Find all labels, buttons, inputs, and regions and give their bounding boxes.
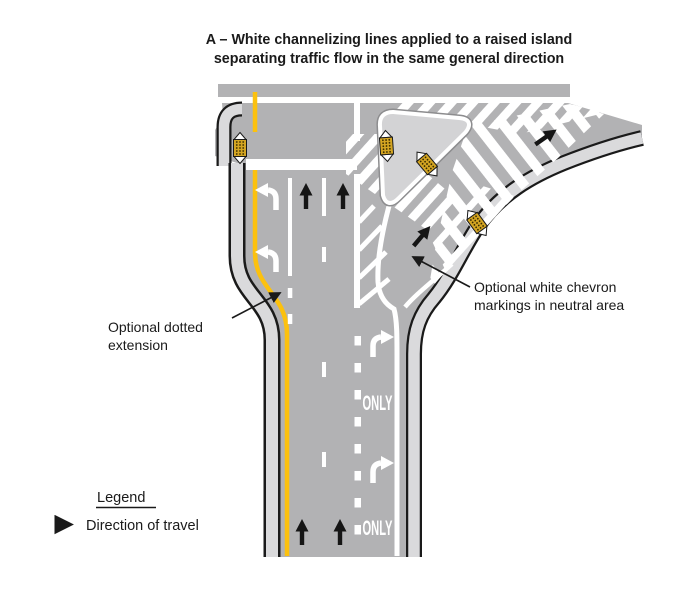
annotation-text: Optional white chevron <box>474 279 616 295</box>
side-street-edge-band <box>246 159 357 170</box>
right-edge-line <box>375 205 400 556</box>
legend-title: Legend <box>97 490 145 506</box>
leader-line <box>231 292 282 319</box>
only-marking-1: ONLY <box>363 392 393 415</box>
figure-title-line1: A – White channelizing lines applied to … <box>206 32 573 48</box>
object-marker-1 <box>233 132 247 164</box>
annotation-chevron: Optional white chevron markings in neutr… <box>411 256 624 313</box>
only-marking-2: ONLY <box>363 517 393 540</box>
annotation-text: markings in neutral area <box>474 297 624 313</box>
dotted-extension-dot <box>287 288 293 298</box>
lane-line-left <box>287 178 293 324</box>
annotation-text: extension <box>108 337 168 353</box>
lane-line-center <box>322 178 326 467</box>
cross-street-far-pavement <box>218 84 570 97</box>
roadway-pavement <box>215 103 642 557</box>
annotation-text: Optional dotted <box>108 319 203 335</box>
legend: Legend Direction of travel <box>54 490 199 535</box>
corner-curb <box>216 101 243 166</box>
dotted-extension-dot <box>287 314 293 324</box>
branch-right-edge-line <box>403 262 454 309</box>
left-curb <box>228 163 281 557</box>
legend-item-label: Direction of travel <box>86 518 199 534</box>
dotted-lane-line <box>354 336 361 535</box>
figure-title-line2: separating traffic flow in the same gene… <box>214 51 564 67</box>
leader-line <box>411 256 471 288</box>
annotation-dotted-extension: Optional dotted extension <box>108 292 282 353</box>
